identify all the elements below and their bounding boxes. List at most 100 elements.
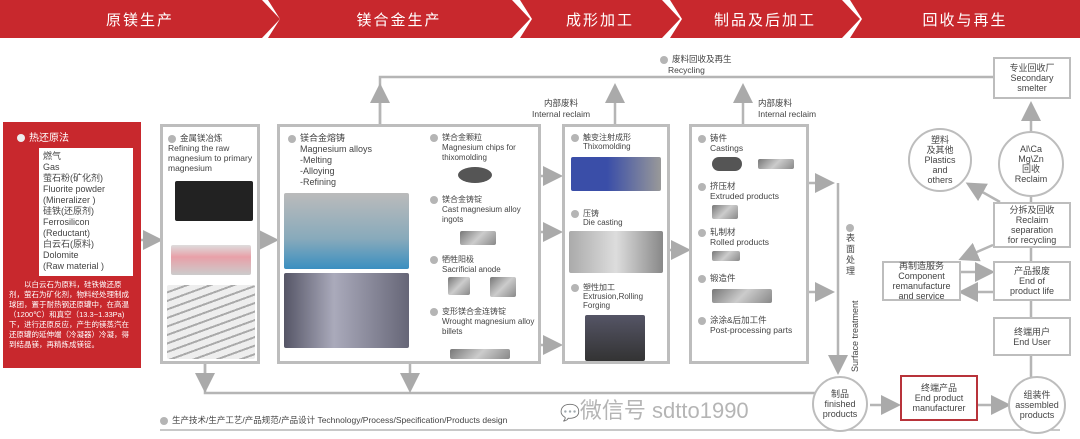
billet-plant-photo xyxy=(284,273,409,348)
material: (Raw material ) xyxy=(43,261,105,271)
bullet-icon xyxy=(430,195,438,204)
alloy-step: -Refining xyxy=(300,177,337,187)
label: Plastics xyxy=(924,155,956,165)
bullet-icon xyxy=(430,133,438,142)
bullet-icon xyxy=(846,223,854,232)
item-cn: 挤压材 xyxy=(710,181,736,191)
item-en: Rolled products xyxy=(710,237,770,247)
material: 燃气 xyxy=(43,151,62,161)
item-en: Sacrificial anode xyxy=(442,265,501,274)
label: 塑料 xyxy=(930,135,949,145)
stage-raw-magnesium: 原镁生产 xyxy=(0,0,280,38)
item-cn: 触变注射成形 xyxy=(583,133,631,142)
bullet-icon xyxy=(660,55,668,64)
item-cn: 铸件 xyxy=(710,133,728,143)
anode-photo xyxy=(448,277,470,295)
label: 回收 xyxy=(1021,164,1040,174)
surface-treatment-en: Surface treatment xyxy=(850,300,860,372)
forgings-photo xyxy=(712,289,772,303)
material: (Reductant) xyxy=(43,228,91,238)
label: manufacturer xyxy=(912,403,966,413)
material: Ferrosilicon xyxy=(43,217,90,227)
label: and xyxy=(932,165,948,175)
item-cn: 压铸 xyxy=(583,209,599,218)
item-en: Extrusion,Rolling Forging xyxy=(583,292,644,310)
extrusions-photo xyxy=(712,205,738,219)
pidgeon-title: 热还原法 xyxy=(29,133,69,144)
wechat-icon: 💬 xyxy=(560,405,580,422)
chips-photo xyxy=(458,167,492,183)
label: 组装件 xyxy=(1023,390,1051,400)
item-cn: 塑性加工 xyxy=(583,283,615,292)
material: Dolomite xyxy=(43,250,79,260)
item-en: Die casting xyxy=(583,218,623,227)
die-casting-machine-photo xyxy=(569,231,663,273)
bullet-icon xyxy=(17,134,25,143)
label: and service xyxy=(898,291,945,301)
item-en: Castings xyxy=(710,143,744,153)
internal-reclaim-cn: 内部废料 xyxy=(544,98,579,108)
internal-reclaim-en: Internal reclaim xyxy=(532,109,591,119)
label: End of xyxy=(1018,276,1046,286)
label: 终端用户 xyxy=(1013,326,1050,337)
item-en: Wrought magnesium alloy billets xyxy=(442,317,535,336)
surface-treatment-cn: 表面处理 xyxy=(846,222,856,277)
label: Reclaim xyxy=(1014,174,1048,184)
label: remanufacture xyxy=(892,281,951,291)
thixomolding-machine-photo xyxy=(571,157,661,191)
item-en: Thixomolding xyxy=(583,142,631,151)
label: separation xyxy=(1010,225,1054,235)
pidgeon-description: 以白云石为原料，硅铁做还原剂，萤石为矿化剂，物料经处理制成球团，置于耐热钢还原罐… xyxy=(9,280,129,349)
bullet-icon xyxy=(698,274,706,283)
recycling-en: Recycling xyxy=(668,65,705,75)
label: product life xyxy=(1009,286,1055,296)
castings-photo xyxy=(712,157,742,171)
label: 产品报废 xyxy=(1013,266,1050,276)
material: (Mineralizer ) xyxy=(43,195,96,205)
footer-label: 生产技术/生产工艺/产品规范/产品设计 Technology/Process/S… xyxy=(160,415,507,426)
bullet-icon xyxy=(288,134,296,143)
label: products xyxy=(822,409,858,419)
bullet-icon xyxy=(571,133,579,142)
alloy-step: -Melting xyxy=(300,155,333,165)
recycling-cn: 废料回收及再生 xyxy=(672,54,732,64)
label: others xyxy=(927,175,953,185)
alloy-title-cn: 镁合金熔铸 xyxy=(300,133,346,143)
alloy-title-en: Magnesium alloys xyxy=(300,144,373,154)
item-en: Magnesium chips for thixomolding xyxy=(442,143,516,162)
label: 再制造服务 xyxy=(898,261,944,271)
internal-reclaim-en: Internal reclaim xyxy=(758,109,817,119)
label: products xyxy=(1019,410,1055,420)
item-cn: 镁合金颗粒 xyxy=(442,133,482,142)
watermark-text: 微信号 sdtto1990 xyxy=(579,398,749,423)
refining-title-en: Refining the raw magnesium to primary ma… xyxy=(168,143,253,173)
label: 制品 xyxy=(830,389,849,399)
label: for recycling xyxy=(1007,235,1057,245)
stage-products: 制品及后加工 xyxy=(670,0,860,38)
magnesium-ingots-photo xyxy=(167,285,255,359)
material: Fluorite powder xyxy=(43,184,106,194)
material: 白云石(原料) xyxy=(43,239,94,249)
bullet-icon xyxy=(160,416,168,425)
label: 专业回收厂 xyxy=(1009,63,1055,73)
surface-treatment-en-wrap: Surface treatment xyxy=(850,288,861,372)
label: End product xyxy=(914,393,964,403)
label: End User xyxy=(1013,336,1051,347)
casting-line-photo xyxy=(284,193,409,269)
label: assembled xyxy=(1015,400,1059,410)
stage-alloy-production: 镁合金生产 xyxy=(268,0,530,38)
item-cn: 涂涂&后加工件 xyxy=(710,315,767,325)
label: 及其他 xyxy=(926,145,954,155)
